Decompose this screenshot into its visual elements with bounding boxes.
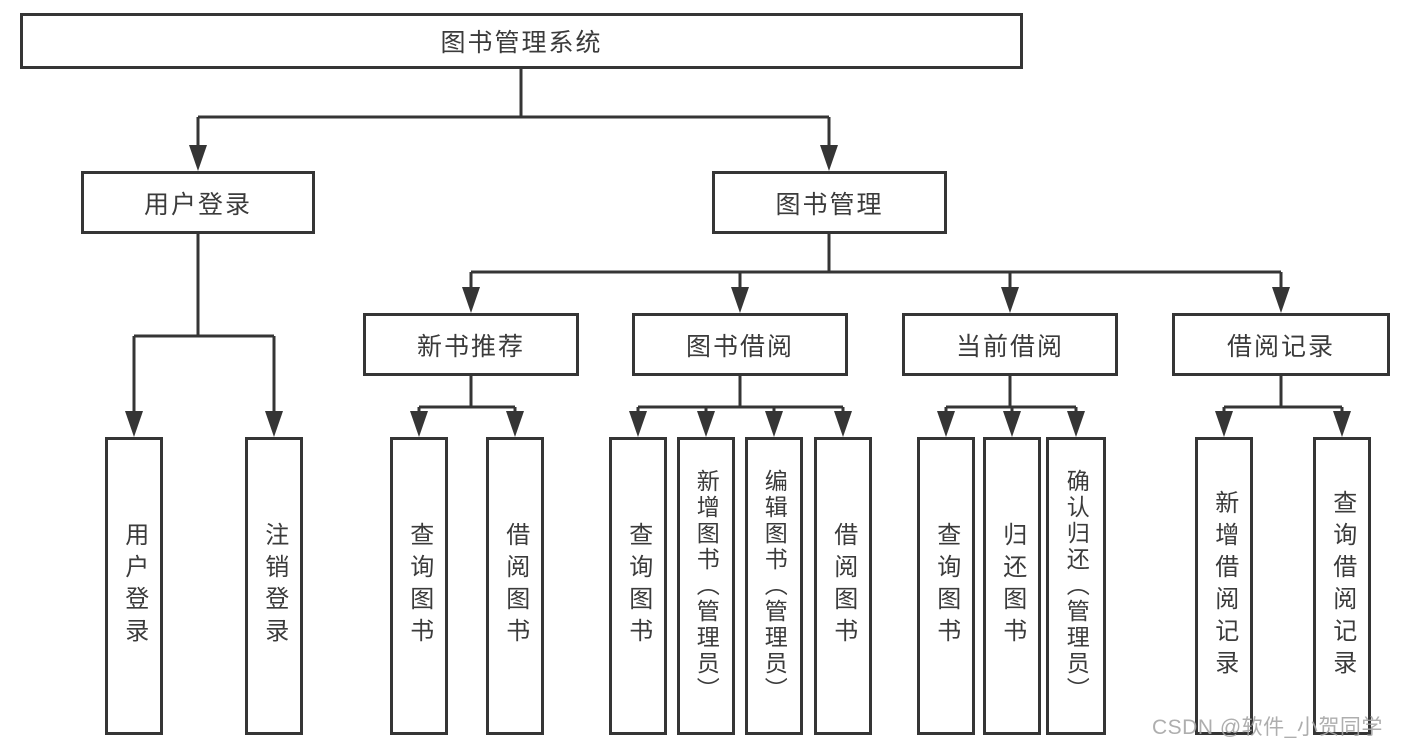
leaf-bb-edit-books-admin: 编辑图书（管理员） — [745, 437, 803, 735]
node-label: 查询图书 — [932, 522, 960, 650]
node-borrow-records: 借阅记录 — [1172, 313, 1390, 376]
node-label: 归还图书 — [998, 522, 1026, 650]
node-label: 用户登录 — [143, 190, 252, 219]
node-label: 借阅图书 — [829, 522, 857, 650]
leaf-logout: 注销登录 — [245, 437, 303, 735]
leaf-bb-borrow-books: 借阅图书 — [814, 437, 872, 735]
node-new-book-recommend: 新书推荐 — [363, 313, 579, 376]
node-book-borrow: 图书借阅 — [632, 313, 848, 376]
node-label: 当前借阅 — [955, 332, 1064, 361]
node-label: 图书管理 — [775, 190, 884, 219]
node-label: 查询图书 — [624, 522, 652, 650]
node-user-login: 用户登录 — [81, 171, 315, 234]
node-label: 查询借阅记录 — [1328, 490, 1356, 682]
connector-paths — [132, 69, 1344, 414]
node-label: 确认归还（管理员） — [1063, 469, 1090, 703]
leaf-cb-query-books: 查询图书 — [917, 437, 975, 735]
leaf-nb-borrow-books: 借阅图书 — [486, 437, 544, 735]
arrowheads — [125, 145, 1351, 437]
node-label: 借阅图书 — [501, 522, 529, 650]
leaf-br-query-borrow-record: 查询借阅记录 — [1313, 437, 1371, 735]
node-current-borrow: 当前借阅 — [902, 313, 1118, 376]
node-label: 借阅记录 — [1226, 332, 1335, 361]
node-library-management-system: 图书管理系统 — [20, 13, 1023, 69]
leaf-bb-add-books-admin: 新增图书（管理员） — [677, 437, 735, 735]
leaf-bb-query-books: 查询图书 — [609, 437, 667, 735]
leaf-br-add-borrow-record: 新增借阅记录 — [1195, 437, 1253, 735]
leaf-cb-confirm-return-admin: 确认归还（管理员） — [1046, 437, 1106, 735]
leaf-nb-query-books: 查询图书 — [390, 437, 448, 735]
csdn-watermark: CSDN @软件_小贺同学 — [1152, 716, 1383, 739]
node-label: 新增图书（管理员） — [693, 469, 720, 703]
leaf-user-login: 用户登录 — [105, 437, 163, 735]
node-label: 用户登录 — [120, 522, 148, 650]
node-label: 新书推荐 — [416, 332, 525, 361]
node-label: 图书管理系统 — [440, 29, 603, 57]
node-label: 新增借阅记录 — [1210, 490, 1238, 682]
node-label: 注销登录 — [260, 522, 288, 650]
node-label: 查询图书 — [405, 522, 433, 650]
node-label: 编辑图书（管理员） — [761, 469, 788, 703]
node-book-management: 图书管理 — [712, 171, 947, 234]
leaf-cb-return-books: 归还图书 — [983, 437, 1041, 735]
node-label: 图书借阅 — [685, 332, 794, 361]
